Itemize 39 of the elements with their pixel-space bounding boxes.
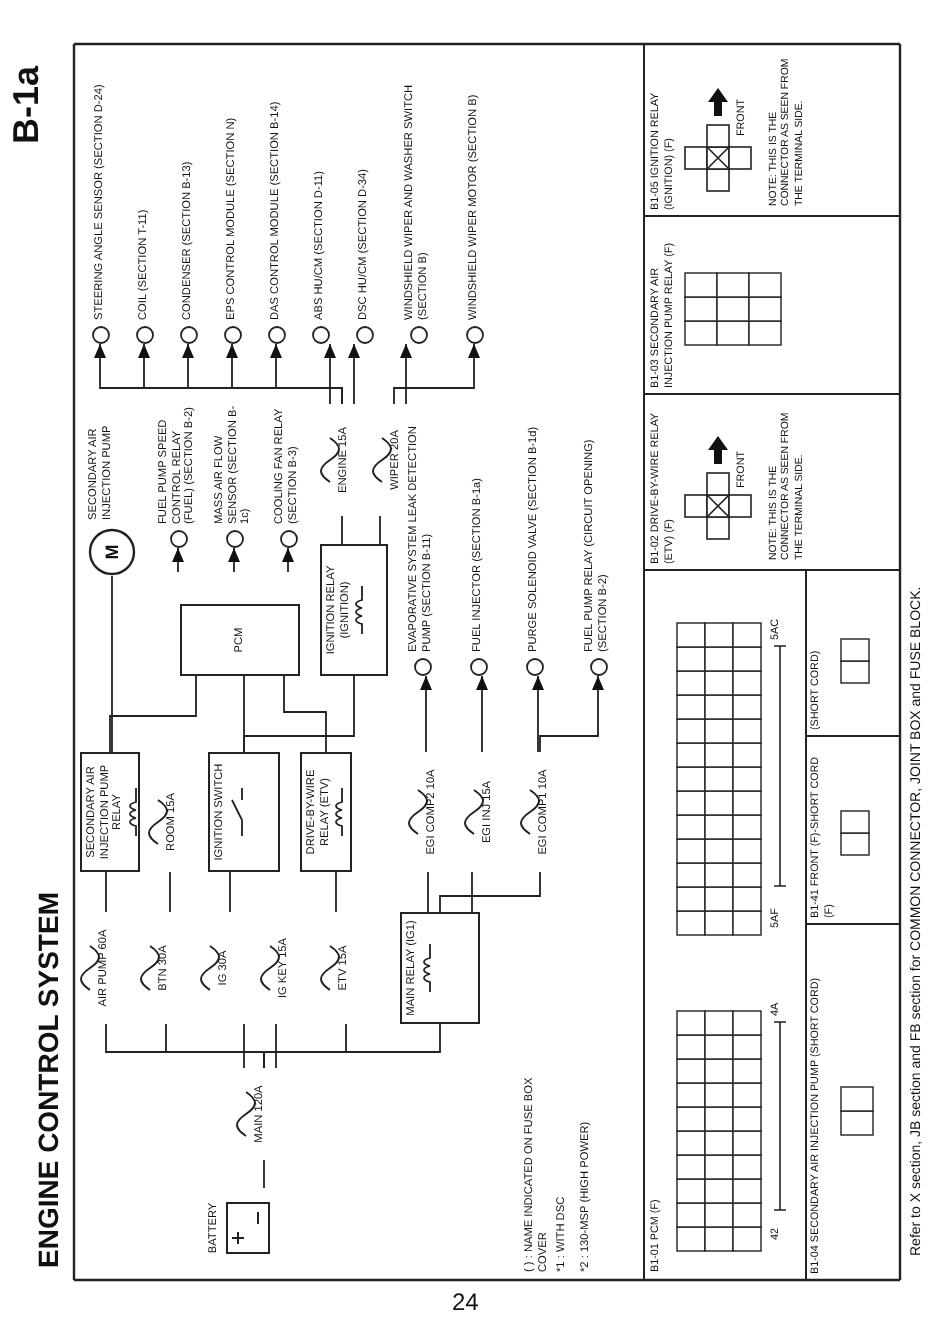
wire [243, 675, 355, 753]
arrow [228, 547, 240, 573]
wire [379, 515, 381, 545]
switch-box [208, 752, 280, 872]
relay-box [320, 544, 388, 676]
arrow [172, 547, 184, 573]
wire [471, 871, 473, 913]
arrow [324, 343, 336, 405]
section-code: B-1a [8, 63, 47, 144]
relay-box [400, 912, 480, 1024]
wire [111, 575, 113, 753]
relay-box [300, 752, 352, 872]
arrow [420, 675, 432, 753]
wire [275, 1023, 277, 1069]
page-number: 24 [452, 1288, 479, 1316]
arrow [532, 675, 544, 753]
relay-box [80, 752, 140, 872]
wire [439, 871, 541, 913]
wire [105, 871, 107, 913]
arrow [539, 675, 604, 753]
wire [229, 871, 231, 913]
wire [427, 871, 429, 913]
arrow [270, 343, 343, 405]
wire [341, 515, 343, 545]
arrow [393, 343, 480, 405]
arrow [400, 343, 412, 405]
wire [263, 1159, 265, 1189]
arrow [348, 343, 360, 405]
control-module-box [180, 604, 300, 676]
wire [243, 1023, 245, 1069]
arrow [476, 675, 488, 753]
wire [169, 871, 171, 913]
wire [263, 1023, 441, 1069]
motor-label: M [102, 542, 122, 564]
page-title: ENGINE CONTROL SYSTEM [32, 892, 64, 1268]
arrow [282, 547, 294, 573]
wire [283, 675, 327, 753]
wire [335, 871, 337, 913]
wire [109, 675, 197, 753]
